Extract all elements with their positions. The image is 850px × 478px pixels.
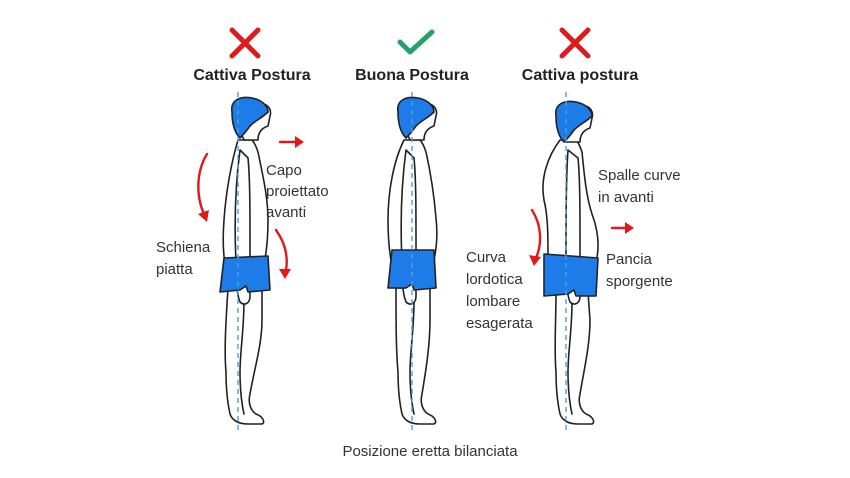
note-flat-back: Schiena piatta bbox=[156, 239, 214, 278]
figure-good-posture: Buona Postura bbox=[355, 29, 469, 434]
hair bbox=[230, 96, 269, 139]
hair bbox=[396, 96, 435, 139]
caption: Posizione eretta bilanciata bbox=[342, 443, 518, 460]
head-forward-arrow bbox=[278, 136, 304, 148]
leg-curve-arrow bbox=[274, 228, 291, 279]
shorts bbox=[219, 255, 271, 293]
note-protruding-belly: Pancia sporgente bbox=[606, 251, 673, 290]
figure-flat-back: Cattiva Postura bbox=[156, 27, 333, 434]
shorts bbox=[543, 253, 599, 297]
hair bbox=[554, 100, 593, 143]
note-lordotic-curve: Curva lordotica lombare esagerata bbox=[466, 249, 533, 332]
check-icon bbox=[397, 29, 435, 55]
figure-title: Cattiva Postura bbox=[193, 67, 310, 84]
person-silhouette bbox=[542, 100, 599, 425]
figure-title: Cattiva postura bbox=[522, 67, 639, 84]
person-silhouette bbox=[219, 96, 272, 425]
figure-title: Buona Postura bbox=[355, 67, 469, 84]
note-rounded-shoulders: Spalle curve in avanti bbox=[598, 167, 685, 206]
shorts bbox=[387, 249, 437, 291]
cross-icon bbox=[229, 27, 261, 59]
back-curve-arrow bbox=[197, 152, 209, 222]
belly-forward-arrow bbox=[610, 222, 634, 234]
lumbar-curve-arrow bbox=[529, 208, 542, 266]
note-head-forward: Capo proiettato avanti bbox=[266, 162, 333, 221]
figure-lordosis: Cattiva postura Spalle curve in avanti P… bbox=[466, 27, 685, 434]
cross-icon bbox=[559, 27, 591, 59]
